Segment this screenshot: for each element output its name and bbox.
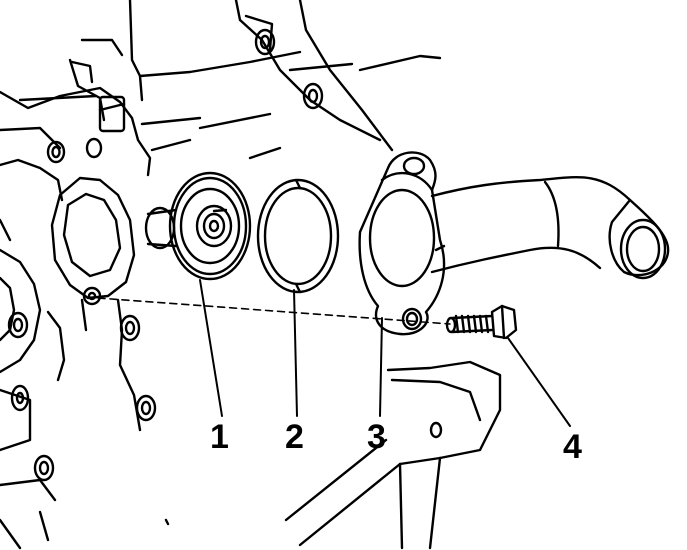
o-ring-seal <box>256 178 340 294</box>
alignment-line <box>97 297 451 325</box>
callout-4: 4 <box>563 428 582 466</box>
callout-3: 3 <box>367 418 386 456</box>
lower-bracket <box>164 360 502 550</box>
coolant-pipe-flange <box>358 151 670 336</box>
background-casting <box>128 0 442 160</box>
engine-housing <box>0 38 157 550</box>
callout-2: 2 <box>285 418 304 456</box>
callout-1: 1 <box>210 418 229 456</box>
thermostat <box>144 171 252 281</box>
leader-lines <box>199 279 571 427</box>
bolt <box>445 304 518 340</box>
